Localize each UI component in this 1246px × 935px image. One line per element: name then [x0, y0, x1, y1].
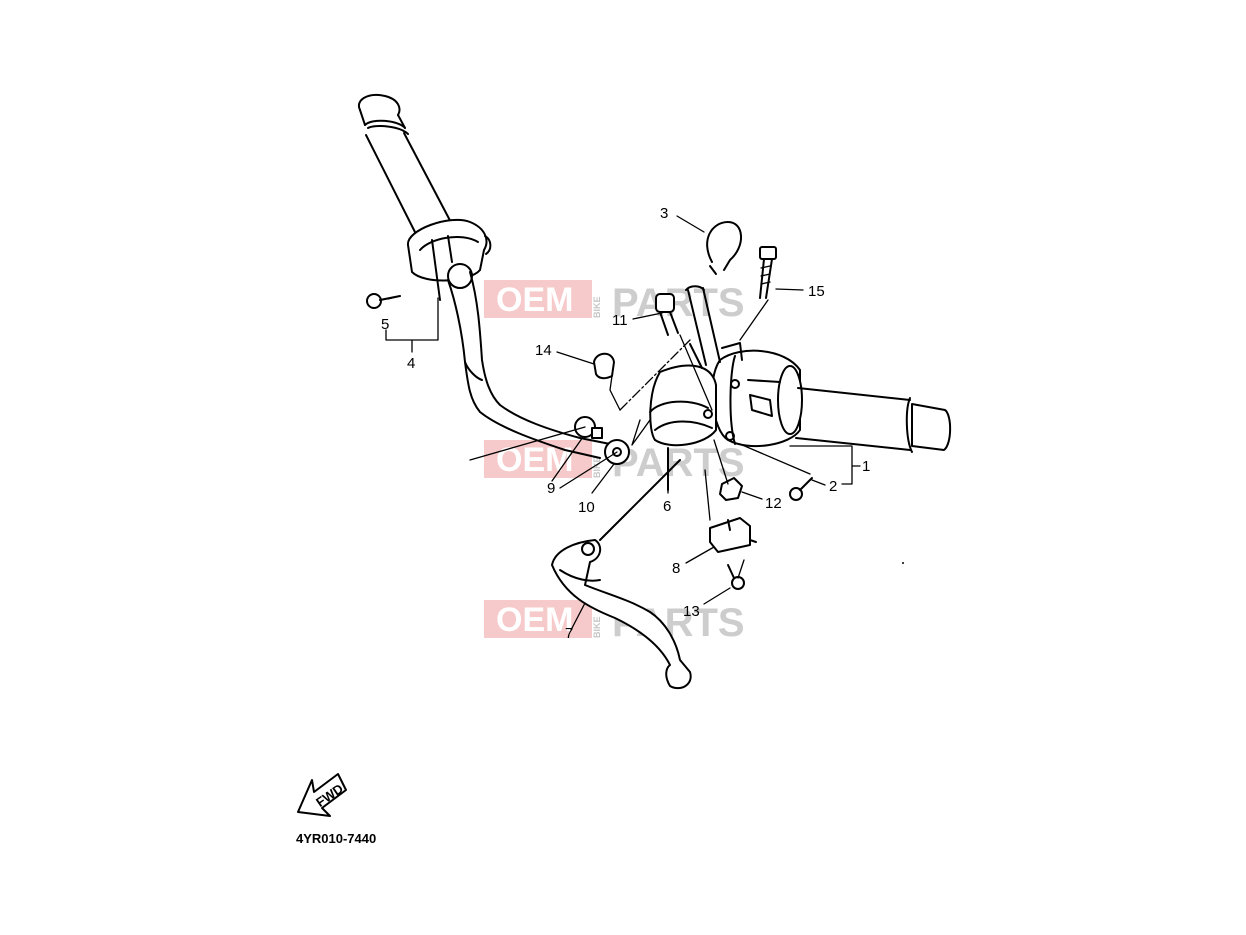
svg-text:BIKE: BIKE — [592, 456, 602, 478]
leader-lines — [385, 215, 861, 631]
label-6: 6 — [663, 498, 671, 515]
part-labels: 1 2 3 4 5 6 7 8 9 10 11 12 13 14 15 — [381, 205, 870, 642]
bolt-part-11 — [655, 293, 679, 336]
right-switch-housing — [711, 342, 952, 453]
nut-part-9 — [574, 416, 603, 439]
screw-part-2 — [789, 477, 813, 501]
watermark-bottom: OEM BIKE PARTS — [484, 600, 745, 645]
bolt-part-15 — [759, 246, 777, 299]
label-2: 2 — [829, 478, 837, 495]
svg-text:PARTS: PARTS — [612, 281, 745, 325]
cap-part-14 — [593, 352, 615, 380]
left-grip-assembly — [357, 94, 492, 301]
fwd-arrow-icon: FWD — [297, 773, 347, 817]
label-12: 12 — [765, 495, 782, 512]
svg-text:BIKE: BIKE — [592, 296, 602, 318]
svg-text:OEM: OEM — [496, 441, 573, 479]
label-3: 3 — [660, 205, 668, 222]
label-13: 13 — [683, 603, 700, 620]
watermark-middle: OEM BIKE PARTS — [484, 440, 745, 485]
nut-part-12 — [719, 477, 743, 501]
label-14: 14 — [535, 342, 552, 359]
watermark-top: OEM BIKE PARTS — [484, 280, 745, 325]
svg-text:BIKE: BIKE — [592, 616, 602, 638]
label-9: 9 — [547, 480, 555, 497]
left-lever — [447, 271, 611, 459]
switch-part-8 — [709, 517, 757, 553]
label-15: 15 — [808, 283, 825, 300]
svg-text:OEM: OEM — [496, 601, 573, 639]
clip-part-3 — [706, 221, 742, 275]
label-4: 4 — [407, 355, 415, 372]
front-lever — [551, 459, 692, 690]
speck — [902, 562, 904, 564]
label-1: 1 — [862, 458, 870, 475]
label-7: 7 — [565, 625, 573, 642]
label-8: 8 — [672, 560, 680, 577]
label-11: 11 — [612, 312, 628, 329]
centerlines — [469, 299, 811, 579]
label-5: 5 — [381, 316, 389, 333]
drawing-code: 4YR010-7440 — [296, 831, 376, 846]
lever-bracket — [649, 285, 721, 491]
screw-part-5 — [366, 293, 401, 309]
label-10: 10 — [578, 499, 595, 516]
svg-text:OEM: OEM — [496, 281, 573, 319]
